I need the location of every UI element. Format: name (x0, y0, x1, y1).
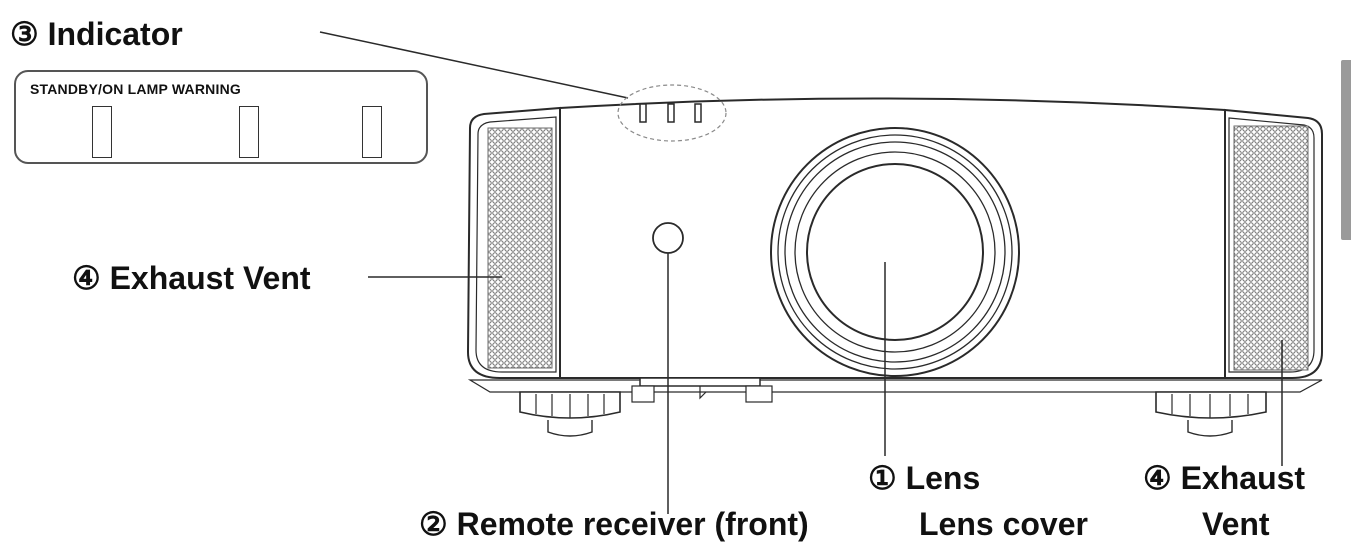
lens-label: ① Lens (868, 460, 981, 496)
page-edge-tab (1341, 60, 1351, 240)
lens-assembly (770, 127, 1020, 377)
exhaust-vent-left-grille (487, 127, 553, 369)
standby-lamp-indicator (92, 106, 112, 158)
exhaust-vent-right-label-line1: ④ Exhaust (1143, 460, 1306, 496)
lens-cover (806, 163, 984, 341)
remote-receiver-sensor (652, 222, 684, 254)
left-housing (466, 106, 561, 379)
indicator-label: ③ Indicator (10, 16, 183, 52)
indicator-box-caption: STANDBY/ON LAMP WARNING (30, 81, 241, 97)
foot-right (1155, 391, 1267, 437)
exhaust-vent-left-label: ④ Exhaust Vent (72, 260, 311, 296)
lamp-indicator (239, 106, 259, 158)
remote-receiver-label: ② Remote receiver (front) (419, 506, 809, 542)
lens-cover-label: Lens cover (919, 506, 1088, 542)
indicator-lamps-on-body (617, 84, 727, 142)
exhaust-vent-right-label-line2: Vent (1202, 506, 1270, 542)
warning-lamp-indicator (362, 106, 382, 158)
indicator-leader (319, 31, 629, 99)
indicator-detail-box: STANDBY/ON LAMP WARNING (14, 70, 428, 164)
right-housing (1224, 108, 1323, 379)
foot-left (519, 391, 621, 437)
exhaust-vent-right-grille (1233, 125, 1309, 371)
